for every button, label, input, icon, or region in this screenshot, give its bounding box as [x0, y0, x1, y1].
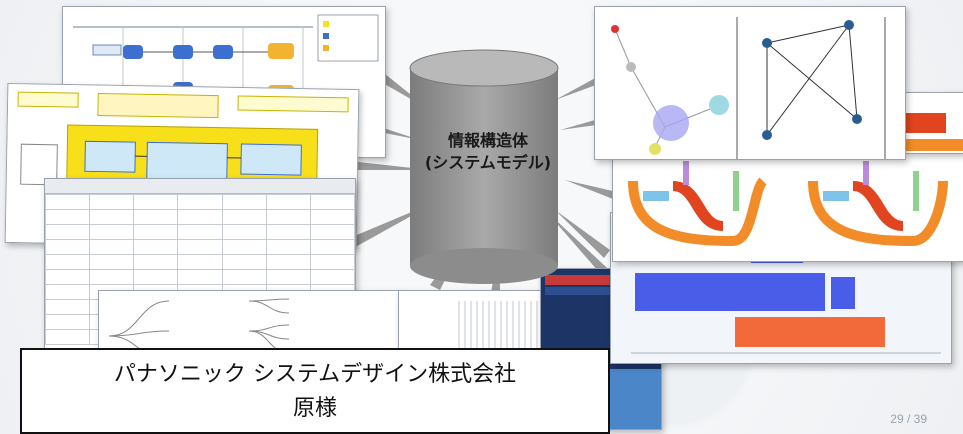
- caption-line2: 原様: [292, 396, 337, 421]
- system-model-line1: 情報構造体: [447, 131, 528, 150]
- system-model-line2: (システムモデル): [424, 153, 552, 172]
- system-model-label: 情報構造体 (システムモデル): [398, 130, 578, 174]
- network-graph-graphic: [595, 7, 905, 159]
- network-graph-panel: [594, 6, 906, 160]
- caption-line1: パナソニック システムデザイン株式会社: [113, 362, 517, 387]
- caption-box: パナソニック システムデザイン株式会社 原様: [20, 348, 610, 434]
- sankey-back-panel: [905, 92, 963, 154]
- page-number: 29 / 39: [890, 412, 927, 426]
